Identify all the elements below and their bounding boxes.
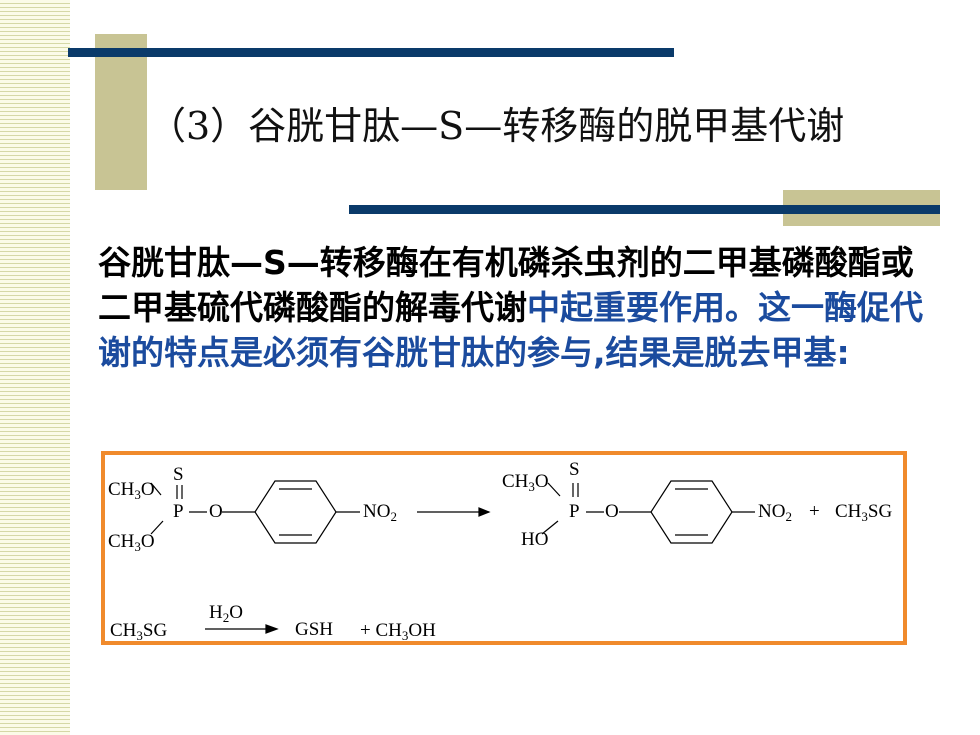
hydrolysis-reactant: CH3SG: [110, 620, 167, 641]
glutathione-product: GSH: [295, 619, 333, 640]
reactant-ether-oxygen: O: [209, 501, 223, 522]
water-reagent: H2O: [209, 602, 243, 625]
bottom-rule: [349, 205, 940, 214]
reactant-sulfur: S: [173, 464, 184, 485]
product-hydroxyl: HO: [521, 529, 548, 550]
product-methoxy: CH3O: [502, 471, 549, 494]
reactant-phosphorus: P: [173, 501, 184, 522]
product-nitro-group: NO2: [758, 501, 792, 524]
reactant-nitro-group: NO2: [363, 501, 397, 524]
methanol-product: + CH3OH: [360, 620, 436, 641]
decorative-stripe: [0, 0, 70, 735]
reactant-methoxy-bottom: CH3O: [108, 531, 155, 554]
body-paragraph: 谷胱甘肽—S—转移酶在有机磷杀虫剂的二甲基磷酸酯或二甲基硫代磷酸酯的解毒代谢中起…: [98, 240, 938, 375]
product-sulfur: S: [569, 459, 580, 480]
body-text-black: 谷胱甘肽—S—转移酶在有机磷杀虫剂的二甲基磷酸酯或二甲基硫代磷酸酯的解毒代谢: [98, 243, 914, 327]
title-accent-block: [95, 34, 147, 190]
reactant-methoxy-top: CH3O: [108, 479, 155, 502]
reaction-scheme-box: CH3O S P O CH3O NO2 CH3O S P O HO NO2 + …: [101, 451, 907, 645]
product-ether-oxygen: O: [605, 501, 619, 522]
top-rule: [68, 48, 674, 57]
product-plus-sign: +: [809, 501, 820, 522]
body-text-highlight: 中起重要作用。这一酶促代谢的特点是必须有谷胱甘肽的参与,结果是脱去甲基:: [98, 288, 923, 372]
product-phosphorus: P: [569, 501, 580, 522]
slide-title: （3）谷胱甘肽—S—转移酶的脱甲基代谢: [148, 104, 845, 148]
byproduct-ch3sg: CH3SG: [835, 501, 892, 524]
reaction-scheme: CH3O S P O CH3O NO2 CH3O S P O HO NO2 + …: [108, 459, 892, 641]
